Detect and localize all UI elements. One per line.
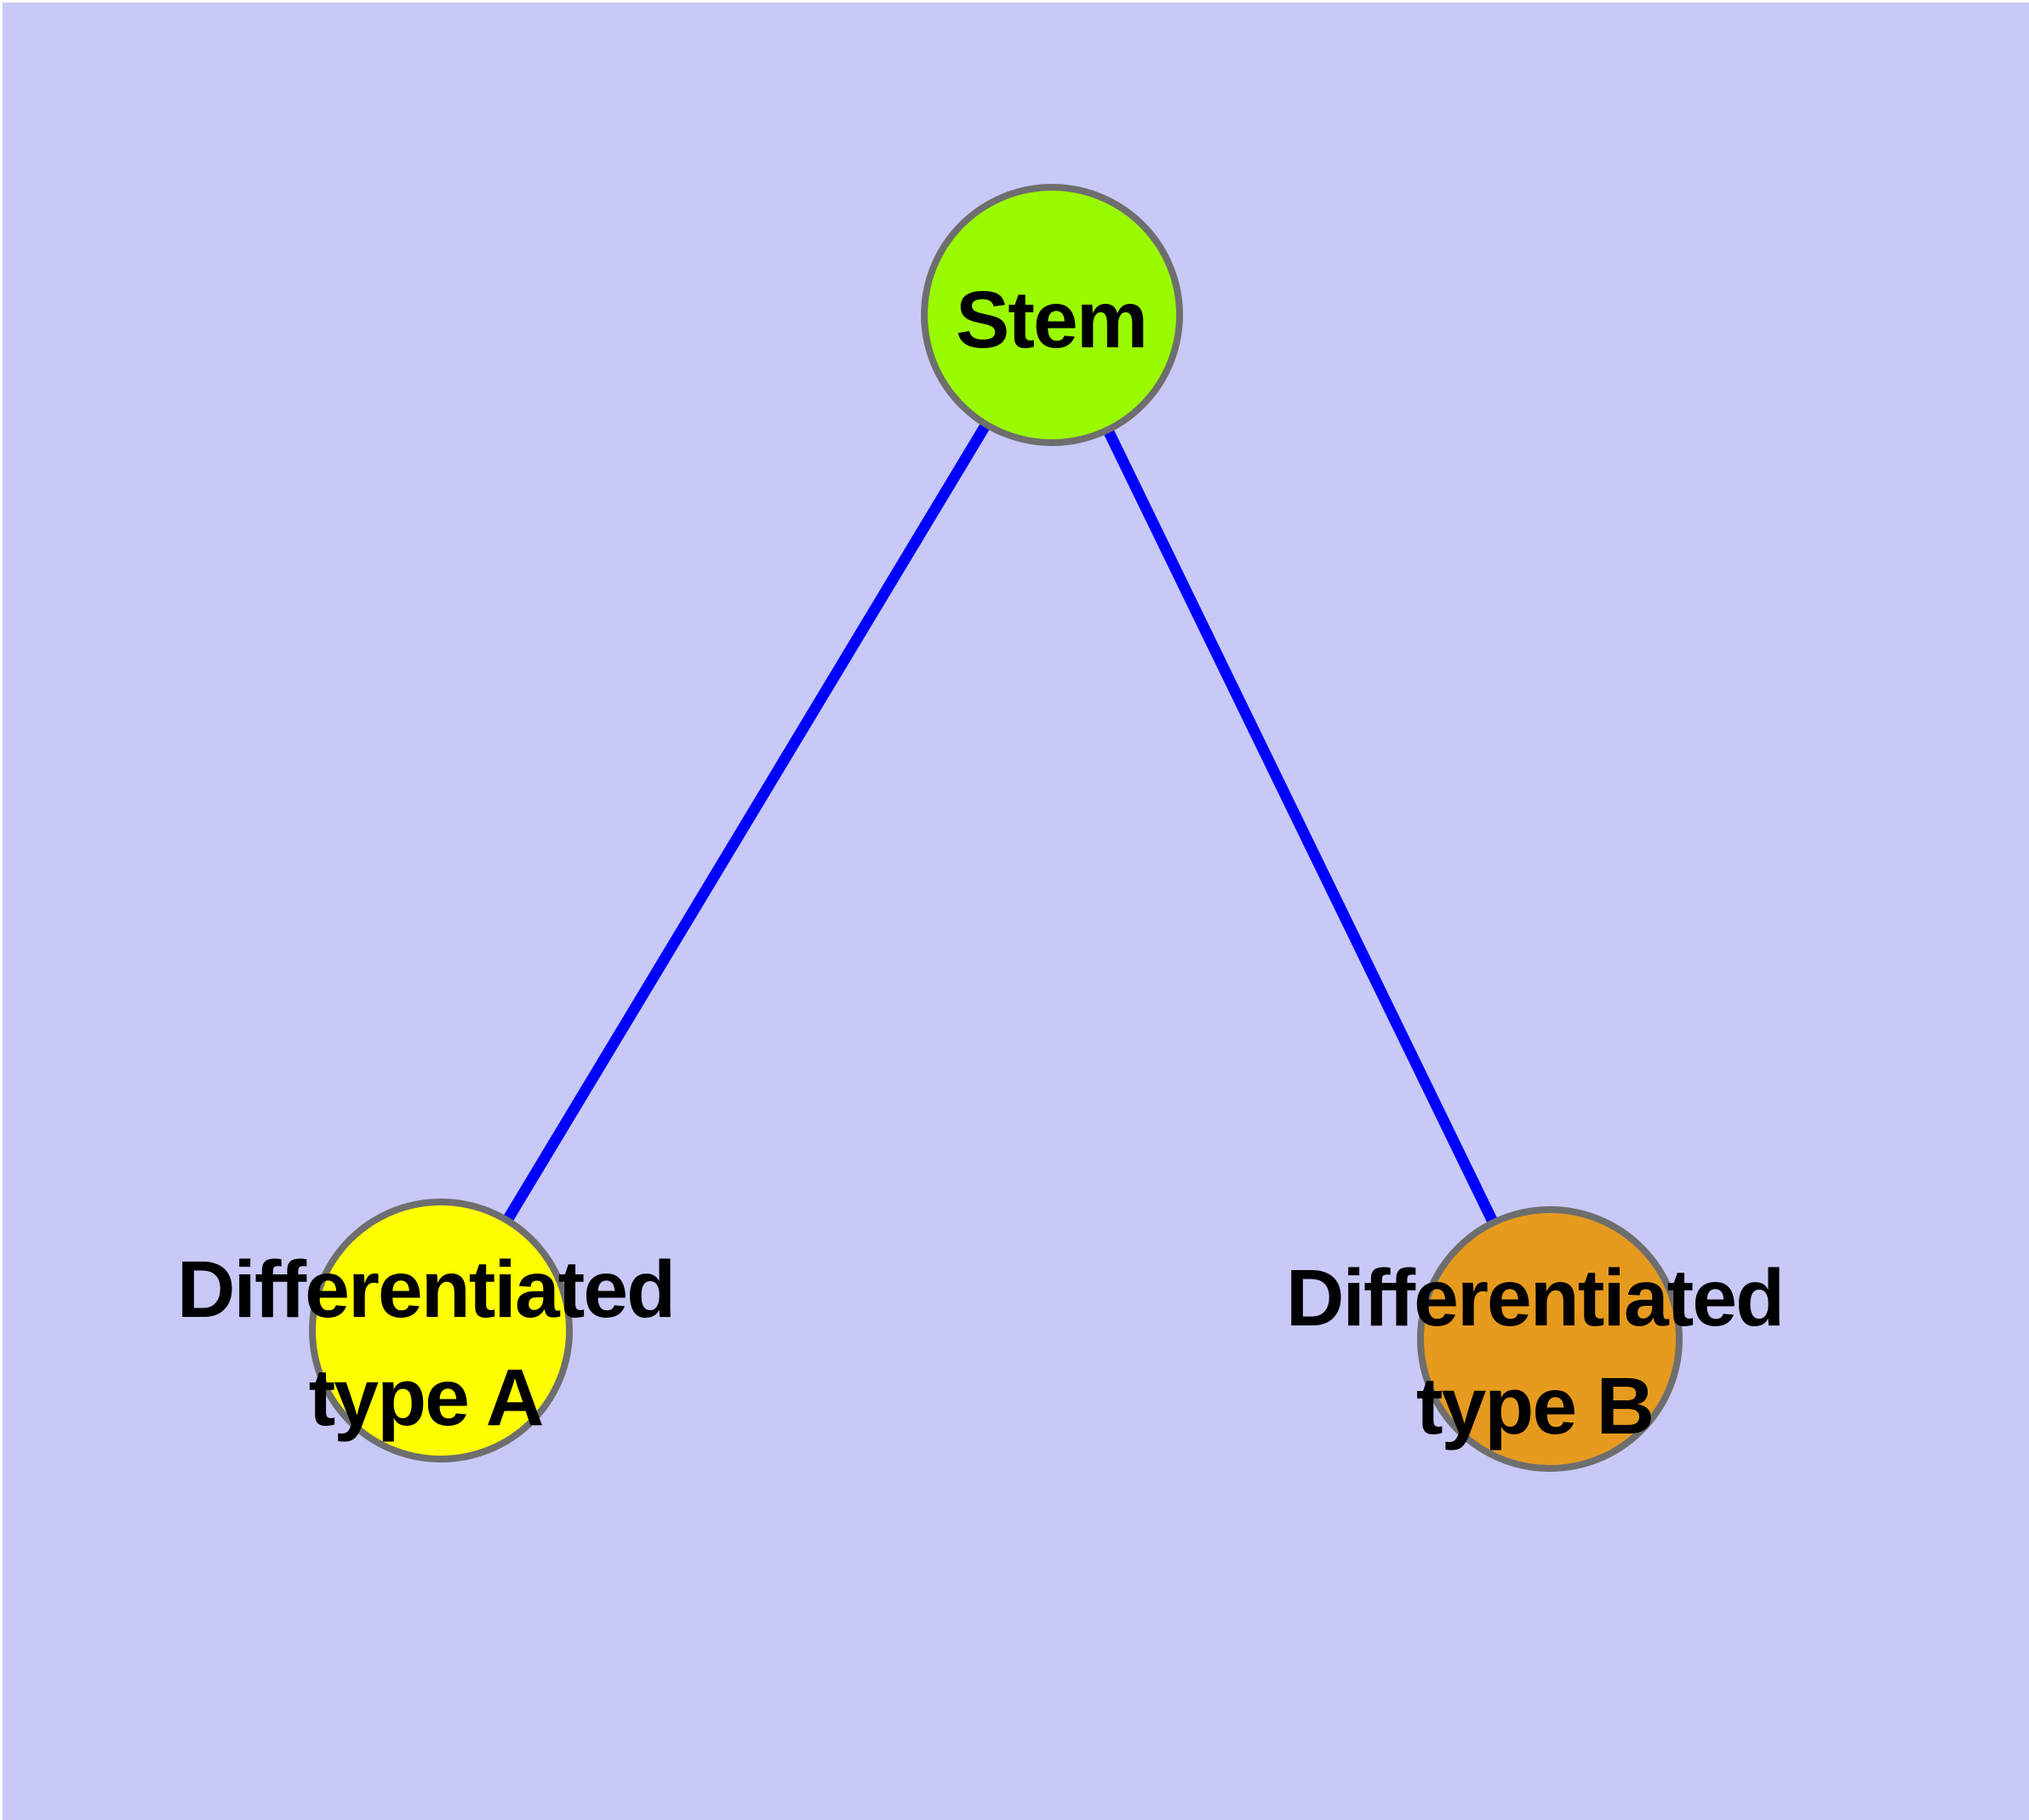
node-type-b-label-line1: Differentiated: [1286, 1253, 1783, 1343]
edge-stem-to-type-b: [1047, 312, 1555, 1342]
node-stem: [921, 184, 1183, 446]
node-type-a-label: Differentiated type A: [177, 1245, 674, 1443]
node-type-a-label-line2: type A: [309, 1353, 543, 1443]
node-type-a-label-line1: Differentiated: [177, 1245, 674, 1335]
node-type-a: [309, 1199, 573, 1462]
edge-stem-to-type-a: [436, 312, 1057, 1334]
node-type-b-label: Differentiated type B: [1286, 1253, 1783, 1451]
node-stem-label: Stem: [956, 275, 1146, 365]
node-type-b: [1417, 1206, 1683, 1472]
node-type-b-label-line2: type B: [1416, 1361, 1653, 1451]
